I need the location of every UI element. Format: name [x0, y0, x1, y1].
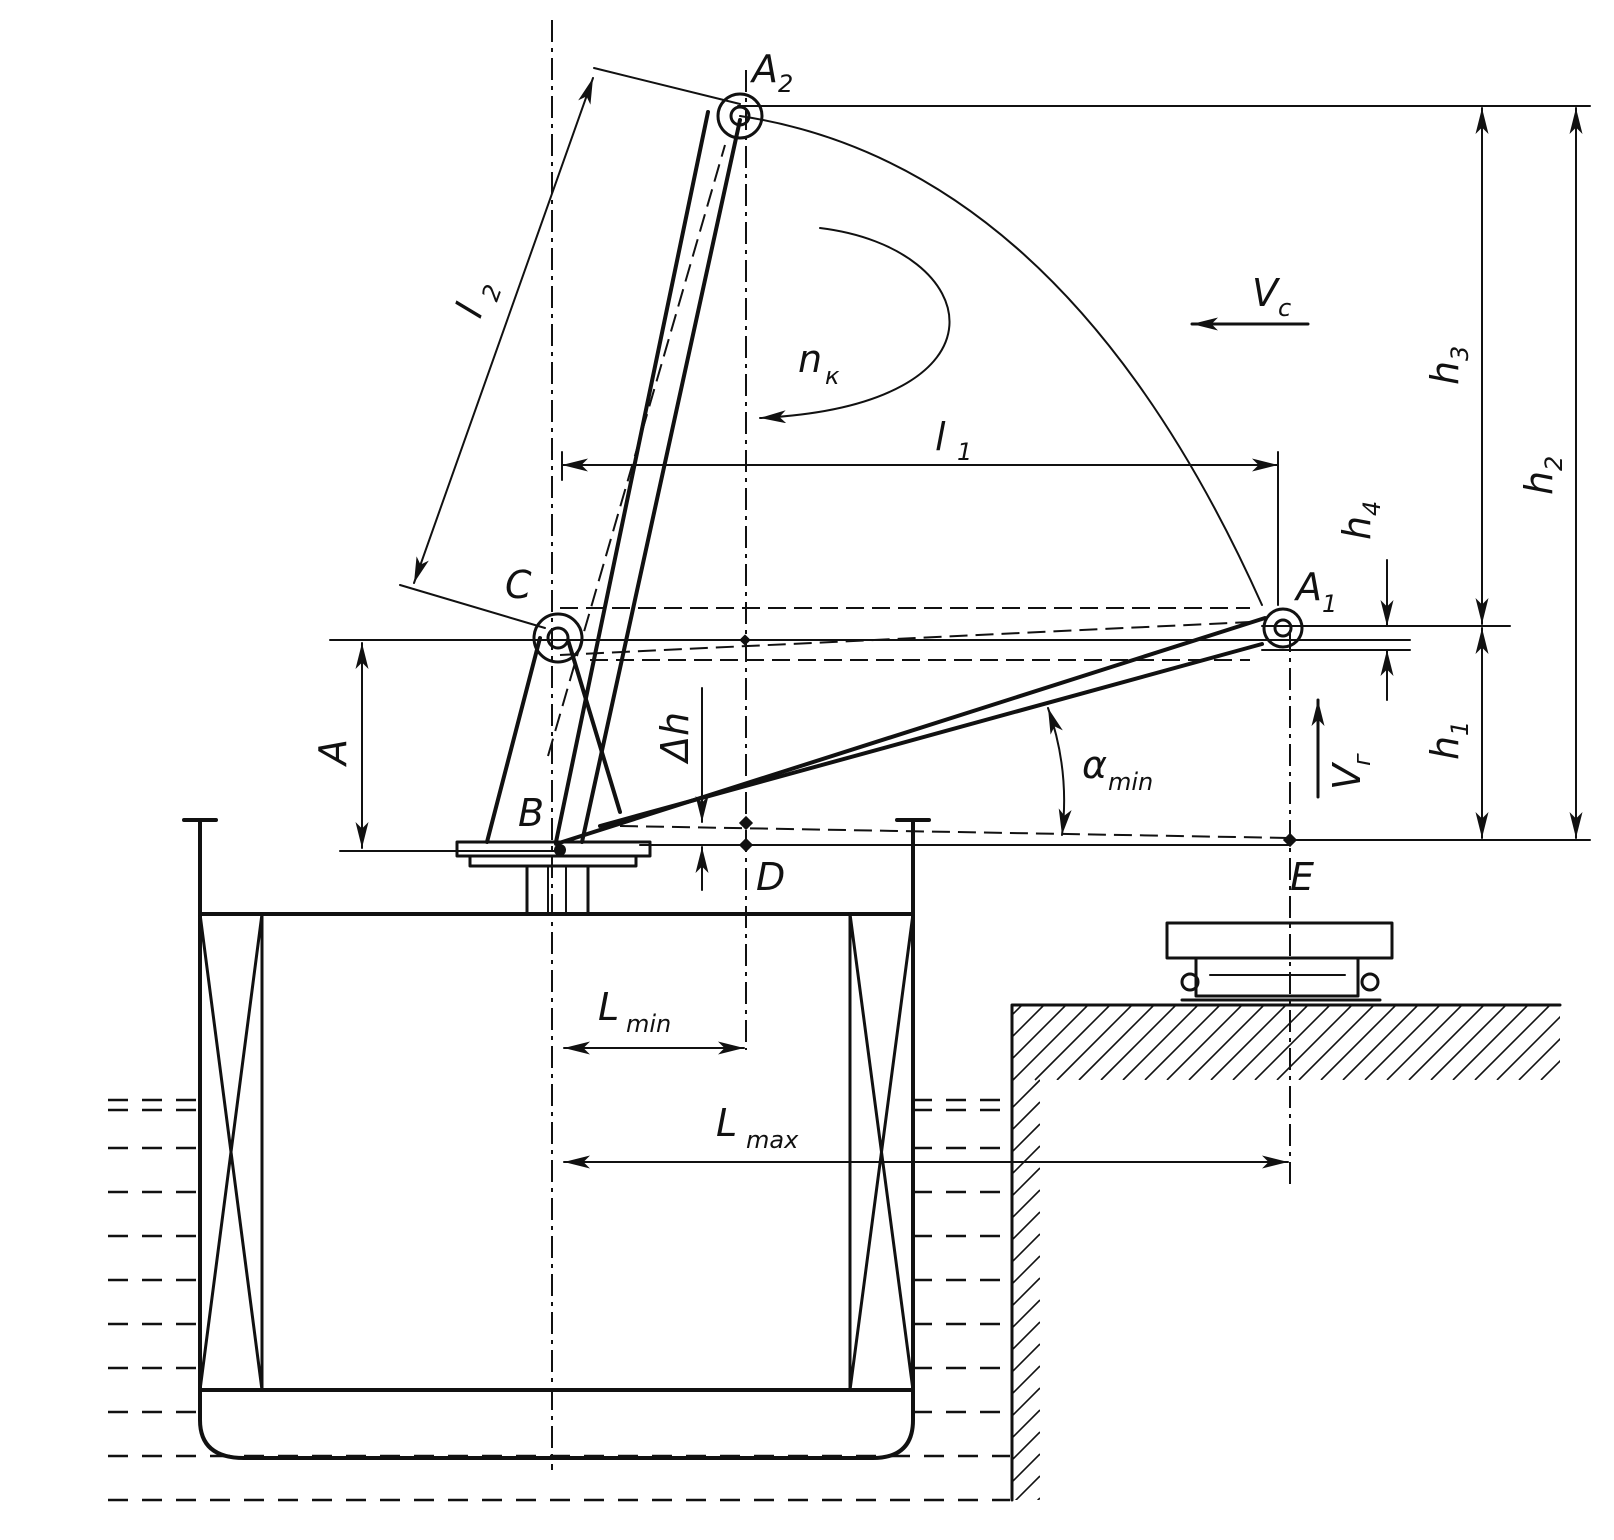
label-h4: h 4: [1335, 501, 1386, 540]
svg-text:h: h: [1423, 361, 1467, 385]
label-b: B: [518, 791, 544, 835]
svg-text:A: A: [1293, 565, 1322, 609]
boom-raised: [547, 110, 742, 844]
svg-text:h: h: [1335, 516, 1379, 540]
label-d: D: [756, 855, 785, 899]
svg-text:4: 4: [1358, 501, 1386, 516]
boom-tip-arc: [739, 115, 1263, 606]
svg-text:min: min: [626, 1010, 671, 1038]
label-c: C: [505, 563, 532, 607]
rail-trolley: [1165, 921, 1394, 1002]
svg-text:h: h: [1517, 471, 1561, 495]
label-h1: h 1: [1423, 721, 1474, 760]
label-delta-h: Δh: [653, 712, 697, 765]
svg-text:n: n: [798, 337, 822, 381]
svg-text:L: L: [598, 985, 619, 1029]
pulley-a2: [716, 92, 764, 140]
label-l-min: L min: [598, 985, 671, 1038]
svg-text:min: min: [1108, 768, 1153, 796]
water-left: [108, 1098, 1010, 1502]
label-a-dim: A: [311, 739, 355, 768]
label-a2: A 2: [749, 47, 793, 98]
dimension-lines: [355, 77, 1591, 1169]
svg-text:L: L: [716, 1101, 737, 1145]
label-alpha-min: α min: [1082, 743, 1153, 796]
svg-text:max: max: [746, 1126, 799, 1154]
label-h3: h 3: [1423, 346, 1474, 385]
quay-outline: [1010, 1003, 1562, 1502]
label-l2: l 2: [447, 281, 508, 323]
crane-tower: [485, 636, 622, 844]
svg-text:l: l: [935, 415, 946, 459]
label-h2: h 2: [1517, 456, 1568, 495]
svg-text:1: 1: [1322, 590, 1337, 618]
water-right: [912, 1098, 1012, 1414]
label-vc: V c: [1252, 271, 1291, 322]
pontoon-hull: [182, 818, 931, 1460]
svg-text:V: V: [1325, 761, 1369, 790]
pulley-a1: [1262, 607, 1304, 649]
quay-hatching: [1012, 1005, 1560, 1500]
label-a1: A 1: [1293, 565, 1337, 618]
rotation-arrow: [759, 227, 951, 424]
label-vg: V г: [1325, 753, 1376, 790]
svg-text:к: к: [825, 362, 840, 390]
svg-text:α: α: [1082, 743, 1107, 787]
pulley-c: [532, 612, 584, 664]
svg-text:Δh: Δh: [653, 712, 697, 765]
boom-lowered: [554, 616, 1267, 846]
label-l-max: L max: [716, 1101, 799, 1154]
svg-text:h: h: [1423, 736, 1467, 760]
pivot-b: [554, 844, 566, 856]
label-nk: n к: [798, 337, 840, 390]
svg-text:1: 1: [1446, 721, 1474, 736]
point-d-mark: [738, 815, 754, 831]
svg-text:1: 1: [957, 438, 972, 466]
svg-text:3: 3: [1446, 346, 1474, 361]
svg-text:2: 2: [778, 70, 793, 98]
svg-text:c: c: [1278, 294, 1291, 322]
svg-text:V: V: [1252, 271, 1281, 315]
reference-lines: [329, 67, 1591, 1190]
svg-text:2: 2: [1540, 456, 1568, 471]
point-d-mark-2: [738, 837, 754, 853]
svg-text:A: A: [311, 739, 355, 768]
svg-text:A: A: [749, 47, 778, 91]
crane-base: [455, 840, 652, 916]
label-e: E: [1290, 855, 1314, 899]
svg-text:г: г: [1348, 753, 1376, 766]
svg-text:2: 2: [476, 281, 508, 305]
svg-text:l: l: [447, 298, 492, 323]
label-l1: l 1: [935, 415, 972, 466]
point-d-mark-3: [739, 634, 751, 646]
